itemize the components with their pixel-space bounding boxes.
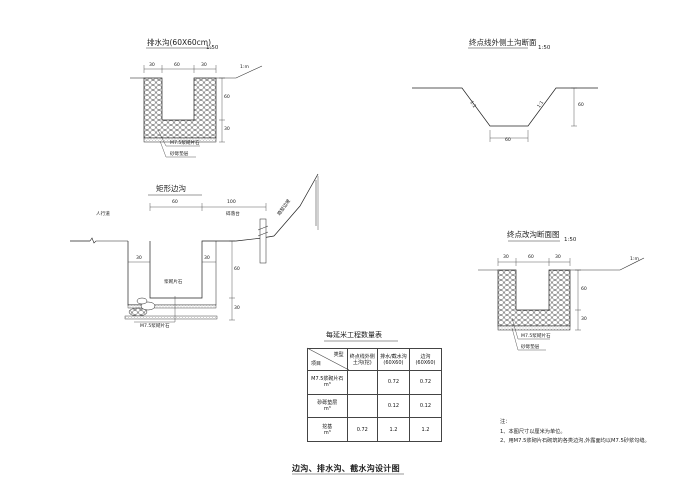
- drain-dim-right-wall: 30: [201, 63, 207, 68]
- drain-dim-base: 30: [224, 127, 230, 132]
- table-cell: 0.12: [376, 393, 410, 419]
- side-ditch-dim-depth: 60: [234, 267, 240, 272]
- end-dim-opening: 60: [528, 255, 534, 260]
- ditch-section-scale: 1:50: [538, 45, 551, 51]
- end-section-scale: 1:50: [564, 237, 577, 243]
- table-corner-bottom: 项目: [311, 361, 322, 367]
- side-ditch-platform: 碎落台: [226, 212, 240, 217]
- drain-dim-left-wall: 30: [149, 63, 155, 68]
- table-col-header: 排水/截水沟(60X60): [376, 348, 410, 371]
- ditch-dim-bottom: 60: [505, 138, 511, 143]
- table-cell: 0.72: [346, 417, 378, 442]
- drain-dim-slope: 1:m: [240, 65, 249, 70]
- table-col-1-label: 排水/截水沟: [380, 353, 407, 360]
- row-0-item: M7.5浆砌片石: [311, 376, 344, 383]
- side-ditch-dim-inner-30: 30: [136, 256, 142, 261]
- notes-heading: 注：: [500, 419, 511, 425]
- end-callout-masonry: M7.5浆砌片石: [521, 334, 551, 339]
- table-cell: 0.12: [408, 393, 443, 419]
- table-cell: 0.72: [408, 370, 443, 395]
- table-corner-cell: 类型 项目: [307, 348, 348, 371]
- table-col-2-label: 边沟: [420, 353, 431, 360]
- side-ditch-drawing: [70, 173, 319, 323]
- quantity-table: 类型 项目 终点线外侧土沟(挖) 排水/截水沟(60X60) 边沟(60X60)…: [307, 348, 443, 442]
- side-ditch-title: 矩形边沟: [156, 184, 186, 193]
- table-cell: [346, 393, 378, 419]
- side-ditch-fill: 浆砌片石: [164, 280, 183, 285]
- drain-dim-depth: 60: [224, 95, 230, 100]
- row-0-unit: m³: [323, 382, 331, 389]
- drain-section-drawing: [130, 47, 263, 158]
- ditch-dim-depth: 60: [578, 103, 584, 108]
- row-1-item: 砂砾垫层: [317, 399, 338, 406]
- table-cell: 1.2: [376, 417, 410, 442]
- side-ditch-callout: M7.5浆砌片石: [140, 324, 170, 329]
- ditch-section-drawing: [412, 47, 598, 142]
- drain-dim-opening: 60: [174, 63, 180, 68]
- table-corner-top: 类型: [333, 352, 344, 358]
- row-1-unit: m³: [323, 405, 331, 412]
- table-cell: [346, 370, 378, 395]
- table-col-header: 边沟(60X60): [408, 348, 443, 371]
- drain-callout-gravel: 砂砾垫层: [170, 152, 189, 157]
- table-col-header: 终点线外侧土沟(挖): [346, 348, 378, 371]
- end-dim-right-wall: 30: [555, 255, 561, 260]
- side-ditch-walkway: 人行道: [96, 212, 110, 217]
- table-col-1-sub: (60X60): [383, 359, 404, 366]
- end-callout-gravel: 砂砾垫层: [521, 345, 540, 350]
- drain-section-title: 排水沟(60X60cm): [147, 38, 212, 47]
- side-ditch-dim-right-30: 30: [204, 256, 210, 261]
- end-dim-left-wall: 30: [503, 255, 509, 260]
- note-item-2: 2、用M7.5浆砌片石砌筑的各类边沟,外露面均以M7.5砂浆勾缝。: [500, 438, 650, 444]
- end-section-drawing: [478, 240, 645, 351]
- drain-section-scale: 1:50: [206, 45, 219, 51]
- table-cell: 1.2: [408, 417, 443, 442]
- row-2-item: 挖基: [322, 423, 333, 430]
- notes-block: 注： 1、本图尺寸以厘米为单位。 2、用M7.5浆砌片石砌筑的各类边沟,外露面均…: [500, 418, 650, 447]
- drawing-title: 边沟、排水沟、截水沟设计图: [292, 464, 400, 473]
- note-item-1: 1、本图尺寸以厘米为单位。: [500, 428, 566, 435]
- ditch-section-title: 终点线外侧土沟断面: [469, 38, 537, 47]
- side-ditch-dim-60: 60: [172, 200, 178, 205]
- drain-callout-masonry: M7.5浆砌片石: [170, 141, 200, 146]
- row-2-unit: m³: [323, 429, 331, 436]
- end-dim-depth: 60: [581, 287, 587, 292]
- end-dim-base: 30: [581, 317, 587, 322]
- side-ditch-dim-100: 100: [227, 200, 236, 205]
- side-ditch-dim-base: 30: [234, 306, 240, 311]
- table-cell: 0.72: [376, 370, 410, 395]
- end-section-title: 终点改沟断面图: [507, 230, 560, 239]
- table-col-0-label: 终点线外侧土沟(挖): [349, 353, 375, 366]
- end-dim-slope: 1:m: [630, 257, 639, 262]
- quantity-table-title: 每延米工程数量表: [326, 331, 382, 339]
- table-col-2-sub: (60X60): [415, 359, 436, 366]
